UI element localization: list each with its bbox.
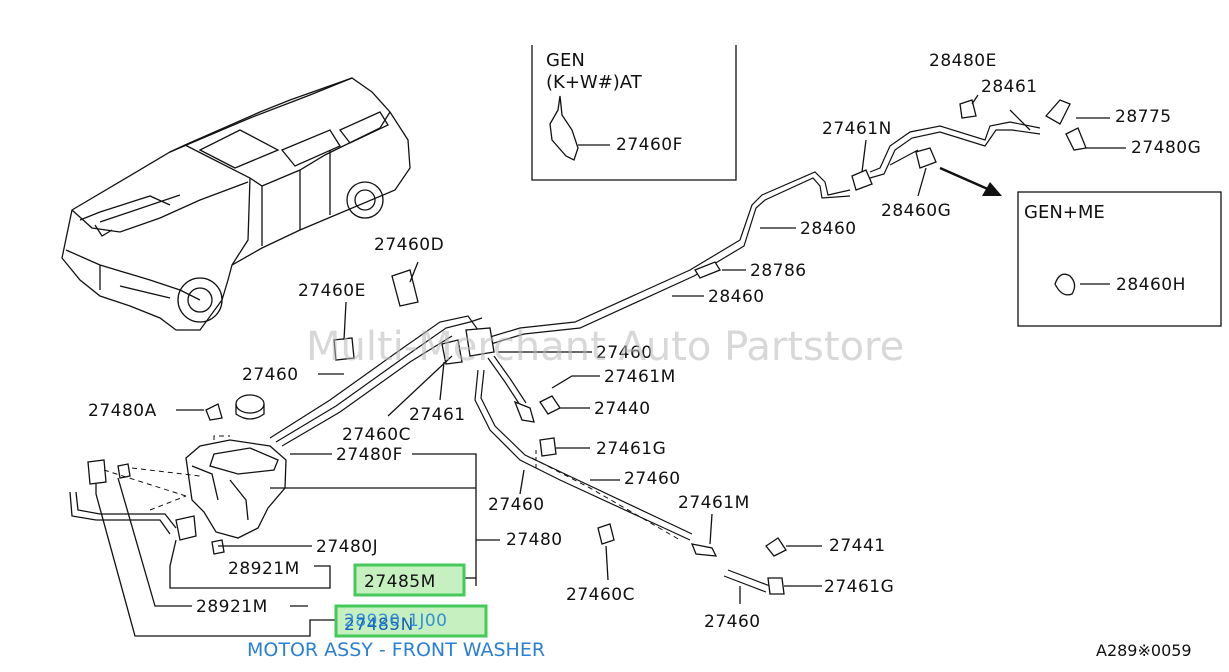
- label-27460-b: 27460: [242, 365, 299, 385]
- arrow-to-inset: [939, 166, 1002, 196]
- label-27460C-a: 27460C: [342, 425, 411, 445]
- label-28775: 28775: [1115, 107, 1172, 127]
- label-28460-upper: 28460: [800, 219, 857, 239]
- washer-tank: [69, 394, 287, 555]
- label-28786: 28786: [750, 261, 807, 281]
- label-27460D: 27460D: [374, 235, 444, 255]
- highlight-28920-1J00[interactable]: [334, 604, 488, 638]
- label-27461G-b: 27461G: [824, 577, 894, 597]
- label-28480E: 28480E: [929, 51, 997, 71]
- inset-gen-at: GEN (K+W#)AT 27460F: [531, 45, 737, 181]
- inset-gen-me: GEN+ME 28460H: [1017, 191, 1222, 327]
- diagram-caption[interactable]: MOTOR ASSY - FRONT WASHER: [247, 639, 545, 661]
- label-28920: 28920: [344, 611, 401, 631]
- label-27461: 27461: [409, 405, 466, 425]
- part-labels: 28480E 28461 28775 27480G 27461N 28460G …: [88, 51, 1201, 635]
- label-27440: 27440: [594, 399, 651, 419]
- label-27461M-a: 27461M: [604, 367, 676, 387]
- leader-lines: [95, 94, 1126, 637]
- label-28461: 28461: [981, 77, 1038, 97]
- label-27480G: 27480G: [1131, 138, 1201, 158]
- label-28460G: 28460G: [881, 201, 951, 221]
- label-28921M-a: 28921M: [228, 559, 300, 579]
- label-27485M: 27485M: [364, 572, 436, 592]
- inset-gen-me-title: GEN+ME: [1024, 202, 1105, 223]
- label-27460-c: 27460: [624, 469, 681, 489]
- label-28460-middle: 28460: [708, 287, 765, 307]
- label-27460C-b: 27460C: [566, 585, 635, 605]
- label-27460-d: 27460: [488, 495, 545, 515]
- inset-gen-me-part: 28460H: [1116, 275, 1186, 295]
- inset-gen-at-part: 27460F: [616, 135, 683, 155]
- inset-gen-at-line2: (K+W#)AT: [546, 72, 643, 93]
- label-27480F: 27480F: [336, 445, 403, 465]
- label-27461M-b: 27461M: [678, 493, 750, 513]
- inset-gen-at-line1: GEN: [546, 50, 585, 71]
- highlight-27485M[interactable]: [353, 563, 466, 597]
- label-27461G-a: 27461G: [596, 439, 666, 459]
- label-27480A: 27480A: [88, 401, 157, 421]
- label-28921M-b: 28921M: [196, 597, 268, 617]
- label-27480: 27480: [506, 530, 563, 550]
- label-27441: 27441: [829, 536, 886, 556]
- label-27485N: 27485N: [344, 615, 414, 635]
- label-1J00: 1J00: [408, 611, 447, 631]
- reference-code: A289※0059: [1096, 641, 1192, 660]
- washer-pipes: [269, 99, 1087, 595]
- label-27460-e: 27460: [704, 612, 761, 632]
- label-27460E: 27460E: [298, 281, 366, 301]
- label-27460-a: 27460: [596, 343, 653, 363]
- vehicle-illustration: [61, 77, 411, 331]
- label-27461N: 27461N: [822, 119, 892, 139]
- watermark: Multi-Merchant Auto Partstore: [306, 324, 904, 370]
- label-27480J: 27480J: [316, 537, 378, 557]
